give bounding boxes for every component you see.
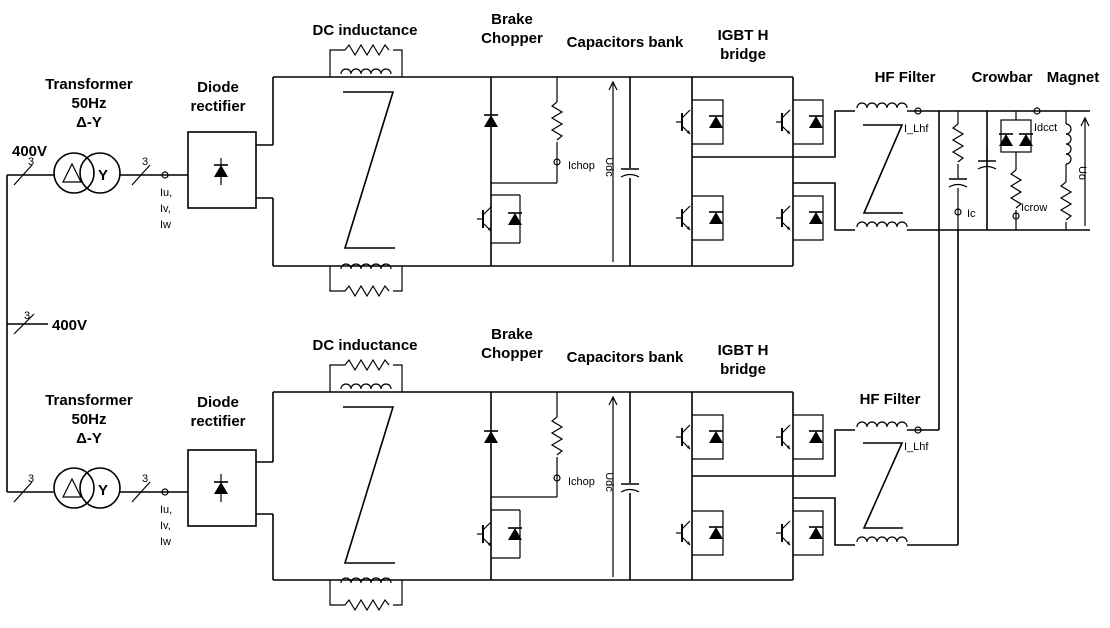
udc-label-bottom: Udc (603, 472, 615, 492)
channel-top: 3 Y 3 Iu, Iv, Iw (7, 44, 1090, 297)
ic-label: Ic (967, 208, 976, 220)
igbt-h-bridge-top (675, 77, 824, 266)
uo-label: Uo (1076, 166, 1088, 180)
chopper-label-top: Chopper (481, 30, 543, 47)
svg-text:Iu,: Iu, (160, 504, 172, 516)
current-probe-ichop-bottom (553, 474, 561, 482)
hz-label-bottom: 50Hz (71, 411, 106, 428)
transformer-bottom: Y (53, 467, 121, 509)
rectifier-label-bottom: rectifier (190, 413, 245, 430)
bridge-label-top: bridge (720, 46, 766, 63)
capacitors-bank-label-bottom: Capacitors bank (567, 349, 684, 366)
dc-inductance-top-pos (329, 44, 403, 77)
chopper-igbt-top (476, 194, 523, 244)
filter-symbol-bottom (343, 406, 395, 564)
svg-text:Iu,: Iu, (160, 187, 172, 199)
magnet-load: Uo (1060, 111, 1090, 230)
dc-inductance-label-top: DC inductance (312, 22, 417, 39)
channel-bottom: 3 Y 3 Iu, Iv, Iw (7, 359, 958, 611)
dc-inductance-top-neg (329, 263, 403, 297)
diode-rectifier-bottom (187, 449, 257, 527)
idcct-label: Idcct (1034, 122, 1057, 134)
current-probe-ichop-top (553, 158, 561, 166)
diode-label-top: Diode (197, 79, 239, 96)
svg-text:Y: Y (98, 167, 108, 184)
igbt-label-top: IGBT H (718, 27, 769, 44)
brake-label-bottom: Brake (491, 326, 533, 343)
igbt-h-bridge-bottom (675, 392, 824, 580)
phase-count-bottom-in: 3 (28, 473, 34, 485)
current-probe-ilhf-top (914, 107, 922, 115)
crowbar: Icrow (977, 111, 1047, 230)
magnet-label: Magnet (1047, 69, 1100, 86)
udc-label-top: Udc (603, 157, 615, 177)
chopper-label-bottom: Chopper (481, 345, 543, 362)
phase-count-top-out: 3 (142, 156, 148, 168)
hf-filter-label-bottom: HF Filter (860, 391, 921, 408)
transformer-label-top: Transformer (45, 76, 133, 93)
current-probe-iuvw-bottom (161, 488, 169, 496)
svg-text:Ichop: Ichop (568, 476, 595, 488)
diode-label-bottom: Diode (197, 394, 239, 411)
transformer-label-bottom: Transformer (45, 392, 133, 409)
svg-text:Ichop: Ichop (568, 160, 595, 172)
phase-count-mid: 3 (24, 310, 30, 322)
bridge-label-bottom: bridge (720, 361, 766, 378)
chopper-igbt-bottom (476, 509, 523, 559)
dc-inductance-label-bottom: DC inductance (312, 337, 417, 354)
svg-text:Iv,: Iv, (160, 203, 171, 215)
transformer-top: Y (53, 152, 121, 194)
dc-inductance-bottom-neg (329, 577, 403, 611)
hf-filter-label-top: HF Filter (875, 69, 936, 86)
phase-count-top-in: 3 (28, 156, 34, 168)
capacitors-bank-label-top: Capacitors bank (567, 34, 684, 51)
current-probe-iuvw-top (161, 171, 169, 179)
igbt-label-bottom: IGBT H (718, 342, 769, 359)
supply-voltage-label-top: 400V (12, 143, 47, 160)
icrow-label: Icrow (1021, 202, 1047, 214)
brake-label-top: Brake (491, 11, 533, 28)
rectifier-label-top: rectifier (190, 98, 245, 115)
diode-rectifier-top (187, 131, 257, 209)
current-probe-ilhf-bottom (914, 426, 922, 434)
hf-filter-symbol-top (862, 124, 904, 214)
delta-y-label-top: Δ-Y (76, 114, 102, 131)
delta-y-label-bottom: Δ-Y (76, 430, 102, 447)
hf-filter-symbol-bottom (862, 442, 904, 529)
svg-text:Iw: Iw (160, 536, 171, 548)
dc-inductance-bottom-pos (329, 359, 403, 392)
filter-symbol-top (343, 91, 395, 249)
hz-label-top: 50Hz (71, 95, 106, 112)
supply-voltage-label-mid: 400V (52, 317, 87, 334)
svg-text:I_Lhf: I_Lhf (904, 441, 929, 453)
phase-count-bottom-out: 3 (142, 473, 148, 485)
svg-text:Iw: Iw (160, 219, 171, 231)
slash-mid (13, 313, 35, 335)
svg-text:Y: Y (98, 482, 108, 499)
crowbar-label: Crowbar (972, 69, 1033, 86)
svg-text:Iv,: Iv, (160, 520, 171, 532)
svg-text:I_Lhf: I_Lhf (904, 123, 929, 135)
